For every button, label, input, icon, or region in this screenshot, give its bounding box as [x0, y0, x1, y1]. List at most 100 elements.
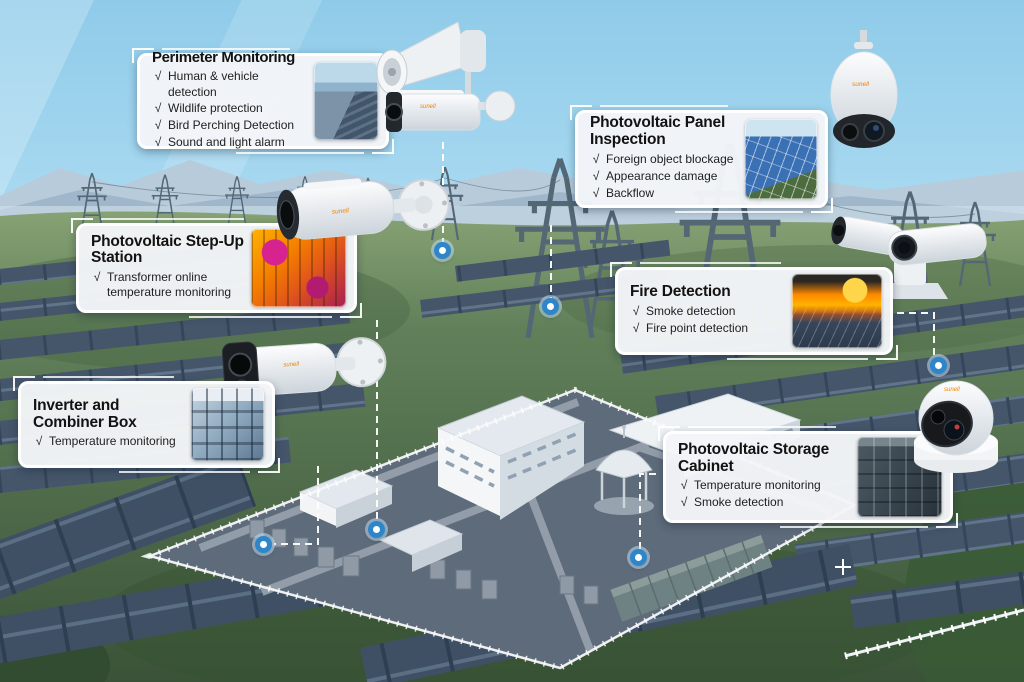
accent-bar	[162, 48, 290, 50]
check-icon: √	[592, 168, 600, 183]
accent-bar	[726, 358, 868, 360]
callout-item-text: Transformer online temperature monitorin…	[107, 270, 232, 300]
check-icon: √	[93, 270, 101, 285]
callout-perimeter-monitoring: Perimeter Monitoring √ Human & vehicle de…	[132, 48, 394, 154]
callout-title: Photovoltaic Panel Inspection	[590, 114, 726, 149]
callout-item: √ Wildlife protection	[152, 101, 307, 116]
loudspeaker-horn	[376, 21, 486, 101]
callout-item: √ Foreign object blockage	[590, 152, 738, 167]
check-icon: √	[154, 69, 162, 84]
accent-bar	[119, 471, 250, 473]
callout-title: Perimeter Monitoring	[152, 49, 295, 67]
check-icon: √	[592, 185, 600, 200]
callout-item-text: Temperature monitoring	[694, 478, 821, 493]
check-icon: √	[632, 304, 640, 318]
check-icon: √	[154, 118, 162, 133]
accent-bar	[101, 218, 244, 220]
connector-dot	[542, 298, 559, 315]
callout-photovoltaic-panel-inspection: Photovoltaic Panel Inspection √ Foreign o…	[570, 105, 833, 213]
accent-bar	[236, 152, 364, 154]
callout-item-text: Wildlife protection	[168, 101, 263, 116]
camera-ptz-speed-dome: sunell	[830, 30, 898, 148]
callout-item-text: Smoke detection	[694, 495, 784, 510]
corner-decoration	[811, 198, 833, 213]
callout-item: √ Fire point detection	[630, 321, 785, 336]
callout-item: √ Smoke detection	[678, 495, 850, 510]
corner-decoration	[258, 458, 280, 473]
callout-fire-detection: Fire Detection √ Smoke detection √ Fire po…	[610, 262, 898, 360]
callout-item: √ Appearance damage	[590, 169, 738, 184]
sunell-logo: sunell	[944, 387, 960, 393]
callout-item: √ Temperature monitoring	[33, 434, 184, 449]
callout-photo-inverter-cabinets	[191, 388, 264, 461]
storage-container-row	[610, 535, 773, 622]
accent-bar	[189, 316, 332, 318]
accent-bar	[688, 426, 836, 428]
corner-decoration	[658, 426, 680, 441]
sunell-logo: sunell	[283, 361, 300, 368]
check-icon: √	[154, 101, 162, 116]
corner-decoration	[936, 513, 958, 528]
callout-photovoltaic-step-up-station: Photovoltaic Step-Up Station √ Transforme…	[71, 218, 362, 318]
sunell-logo: sunell	[332, 207, 350, 216]
corner-decoration	[372, 139, 394, 154]
callout-item: √ Bird Perching Detection	[152, 118, 307, 133]
camera-horn-speaker-bullet: sunell	[376, 21, 516, 132]
check-icon: √	[680, 495, 688, 510]
camera-turret-dome: sunell	[914, 380, 998, 473]
corner-decoration	[876, 345, 898, 360]
callout-item: √ Transformer online temperature monitori…	[91, 270, 244, 301]
camera-thermal-bullet: sunell	[276, 178, 450, 240]
accent-bar	[640, 262, 782, 264]
callout-item: √ Smoke detection	[630, 304, 785, 319]
outer-fence	[844, 606, 1024, 660]
corner-decoration	[610, 262, 632, 277]
callout-inverter-and-combiner-box: Inverter and Combiner Box √ Temperature m…	[13, 376, 280, 473]
callout-item-text: Human & vehicle detection	[168, 69, 259, 99]
callout-photovoltaic-storage-cabinet: Photovoltaic Storage Cabinet √ Temperatur…	[658, 426, 958, 528]
callout-item-text: Sound and light alarm	[168, 135, 285, 150]
sunell-logo: sunell	[420, 104, 436, 110]
check-icon: √	[632, 320, 640, 335]
check-icon: √	[680, 478, 688, 493]
callout-item-text: Foreign object blockage	[606, 151, 734, 166]
sunell-logo: sunell	[852, 81, 870, 88]
callout-item-text: Smoke detection	[646, 304, 736, 318]
connector-dot	[630, 549, 647, 566]
callout-item: √ Temperature monitoring	[678, 478, 850, 493]
accent-bar	[600, 105, 729, 107]
callout-item-text: Backflow	[606, 185, 655, 200]
check-icon: √	[35, 434, 43, 449]
connector-dot	[930, 357, 947, 374]
bullet-camera: sunell	[385, 90, 516, 132]
callout-item: √ Human & vehicle detection	[152, 69, 307, 100]
corner-decoration	[570, 105, 592, 120]
callout-item: √ Sound and light alarm	[152, 135, 307, 150]
corner-decoration	[132, 48, 154, 63]
callout-title: Fire Detection	[630, 283, 731, 301]
corner-decoration	[340, 303, 362, 318]
accent-bar	[780, 526, 928, 528]
callout-photo-thermal-image	[251, 229, 346, 307]
accent-bar	[674, 211, 803, 213]
callout-item: √ Backflow	[590, 186, 738, 201]
callout-item-text: Fire point detection	[646, 320, 749, 335]
corner-decoration	[13, 376, 35, 391]
callout-item-text: Appearance damage	[606, 168, 718, 183]
accent-bar	[43, 376, 174, 378]
callout-item-text: Temperature monitoring	[49, 434, 176, 449]
callout-photo-facility	[314, 62, 378, 140]
callout-title: Inverter and Combiner Box	[33, 396, 137, 431]
check-icon: √	[154, 135, 162, 150]
callout-photo-fire	[792, 274, 882, 348]
connector-dot	[434, 242, 451, 259]
check-icon: √	[592, 151, 600, 166]
main-building	[436, 395, 586, 520]
callout-title: Photovoltaic Step-Up Station	[91, 232, 244, 267]
callout-item-text: Bird Perching Detection	[168, 118, 295, 133]
callout-photo-solar-panels	[745, 119, 817, 199]
callout-title: Photovoltaic Storage Cabinet	[678, 440, 830, 475]
connector-dot	[255, 536, 272, 553]
connector-dot	[368, 521, 385, 538]
